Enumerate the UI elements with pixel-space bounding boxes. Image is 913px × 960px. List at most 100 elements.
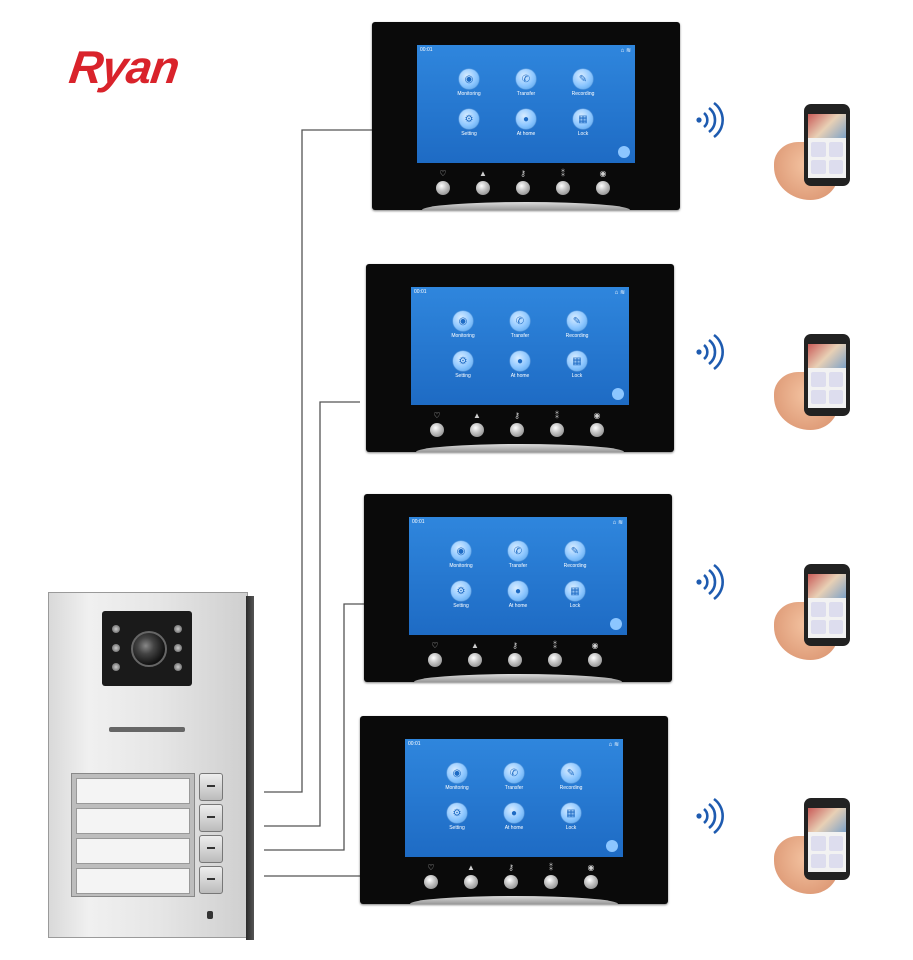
wireless-signal-icon — [694, 100, 724, 140]
key-knob[interactable] — [464, 875, 478, 889]
intercom-key[interactable]: ⁑ — [546, 641, 564, 667]
talk-key[interactable]: ▲ — [474, 169, 492, 195]
app-label: Recording — [559, 785, 583, 791]
app-label: Setting — [461, 131, 477, 137]
key-knob[interactable] — [470, 423, 484, 437]
menu-key[interactable]: ◉ — [588, 411, 606, 437]
monitor-key[interactable]: ♡ — [428, 411, 446, 437]
app-lock[interactable]: ▦Lock — [541, 803, 601, 831]
unlock-key[interactable]: ⚷ — [502, 863, 520, 889]
indoor-monitor-3: 00:01⌂ ≋◉Monitoring✆Transfer✎Recording⚙S… — [364, 494, 672, 682]
key-knob[interactable] — [550, 423, 564, 437]
key-knob[interactable] — [430, 423, 444, 437]
unlock-key[interactable]: ⚷ — [514, 169, 532, 195]
app-at-home[interactable]: ●At home — [490, 351, 550, 379]
talk-key[interactable]: ▲ — [466, 641, 484, 667]
key-knob[interactable] — [596, 181, 610, 195]
key-knob[interactable] — [468, 653, 482, 667]
monitoring-icon: ◉ — [459, 69, 479, 89]
app-recording[interactable]: ✎Recording — [547, 311, 607, 339]
app-label: Setting — [453, 603, 469, 609]
monitor-screen[interactable]: 00:01⌂ ≋◉Monitoring✆Transfer✎Recording⚙S… — [409, 517, 627, 635]
talk-key-symbol-icon: ▲ — [479, 169, 487, 178]
app-recording[interactable]: ✎Recording — [545, 541, 605, 569]
app-recording[interactable]: ✎Recording — [553, 69, 613, 97]
app-setting[interactable]: ⚙Setting — [427, 803, 487, 831]
ir-led-icon — [112, 625, 120, 633]
key-knob[interactable] — [588, 653, 602, 667]
monitor-key[interactable]: ♡ — [434, 169, 452, 195]
phone-video-preview — [808, 344, 846, 368]
monitor-screen[interactable]: 00:01⌂ ≋◉Monitoring✆Transfer✎Recording⚙S… — [405, 739, 623, 857]
key-knob[interactable] — [556, 181, 570, 195]
app-recording[interactable]: ✎ Recording — [541, 763, 601, 791]
key-knob[interactable] — [548, 653, 562, 667]
call-button-2[interactable] — [199, 804, 223, 832]
key-knob[interactable] — [544, 875, 558, 889]
app-lock[interactable]: ▦Lock — [553, 109, 613, 137]
key-knob[interactable] — [436, 181, 450, 195]
intercom-key[interactable]: ⁑ — [548, 411, 566, 437]
key-knob[interactable] — [424, 875, 438, 889]
app-setting[interactable]: ⚙Setting — [431, 581, 491, 609]
hardware-keys: ♡ ▲ ⚷ ⁑ ◉ — [422, 863, 612, 897]
app-transfer[interactable]: ✆Transfer — [488, 541, 548, 569]
monitor-screen[interactable]: 00:01⌂ ≋◉Monitoring✆Transfer✎Recording⚙S… — [417, 45, 635, 163]
app-monitoring[interactable]: ◉Monitoring — [439, 69, 499, 97]
key-knob[interactable] — [510, 423, 524, 437]
smartphone-icon — [804, 564, 850, 646]
app-lock[interactable]: ▦Lock — [545, 581, 605, 609]
monitor-key-symbol-icon: ♡ — [431, 641, 439, 650]
app-monitoring[interactable]: ◉Monitoring — [433, 311, 493, 339]
app-transfer[interactable]: ✆Transfer — [496, 69, 556, 97]
home-button-icon[interactable] — [612, 388, 624, 400]
app-monitoring[interactable]: ◉Monitoring — [427, 763, 487, 791]
app-setting[interactable]: ⚙Setting — [433, 351, 493, 379]
call-button-1[interactable] — [199, 773, 223, 801]
key-knob[interactable] — [508, 653, 522, 667]
wifi-status-icon: ⌂ ≋ — [612, 520, 623, 526]
app-monitoring[interactable]: ◉Monitoring — [431, 541, 491, 569]
key-knob[interactable] — [428, 653, 442, 667]
call-button-4[interactable] — [199, 866, 223, 894]
monitor-screen[interactable]: 00:01⌂ ≋◉Monitoring✆Transfer✎Recording⚙S… — [411, 287, 629, 405]
door-station-panel — [48, 592, 248, 938]
monitor-key[interactable]: ♡ — [422, 863, 440, 889]
indoor-monitor-1: 00:01⌂ ≋◉Monitoring✆Transfer✎Recording⚙S… — [372, 22, 680, 210]
app-lock[interactable]: ▦Lock — [547, 351, 607, 379]
menu-key[interactable]: ◉ — [582, 863, 600, 889]
menu-key[interactable]: ◉ — [586, 641, 604, 667]
key-knob[interactable] — [504, 875, 518, 889]
menu-key-symbol-icon: ◉ — [587, 863, 595, 872]
intercom-key-symbol-icon: ⁑ — [549, 863, 553, 872]
menu-key-symbol-icon: ◉ — [599, 169, 607, 178]
home-button-icon[interactable] — [618, 146, 630, 158]
app-setting[interactable]: ⚙Setting — [439, 109, 499, 137]
app-at-home[interactable]: ●At home — [496, 109, 556, 137]
name-plate — [76, 868, 190, 894]
unlock-key[interactable]: ⚷ — [508, 411, 526, 437]
home-button-icon[interactable] — [606, 840, 618, 852]
menu-key[interactable]: ◉ — [594, 169, 612, 195]
wire-2 — [264, 401, 360, 827]
call-button-3[interactable] — [199, 835, 223, 863]
wifi-status-icon: ⌂ ≋ — [620, 48, 631, 54]
key-knob[interactable] — [476, 181, 490, 195]
recording-icon: ✎ — [561, 763, 581, 783]
unlock-key[interactable]: ⚷ — [506, 641, 524, 667]
key-knob[interactable] — [590, 423, 604, 437]
app-at-home[interactable]: ●At home — [484, 803, 544, 831]
talk-key[interactable]: ▲ — [468, 411, 486, 437]
key-knob[interactable] — [516, 181, 530, 195]
app-transfer[interactable]: ✆Transfer — [490, 311, 550, 339]
monitor-key[interactable]: ♡ — [426, 641, 444, 667]
home-button-icon[interactable] — [610, 618, 622, 630]
app-at-home[interactable]: ●At home — [488, 581, 548, 609]
talk-key[interactable]: ▲ — [462, 863, 480, 889]
monitor-key-symbol-icon: ♡ — [427, 863, 435, 872]
app-label: Lock — [569, 603, 581, 609]
intercom-key[interactable]: ⁑ — [542, 863, 560, 889]
app-transfer[interactable]: ✆Transfer — [484, 763, 544, 791]
key-knob[interactable] — [584, 875, 598, 889]
intercom-key[interactable]: ⁑ — [554, 169, 572, 195]
